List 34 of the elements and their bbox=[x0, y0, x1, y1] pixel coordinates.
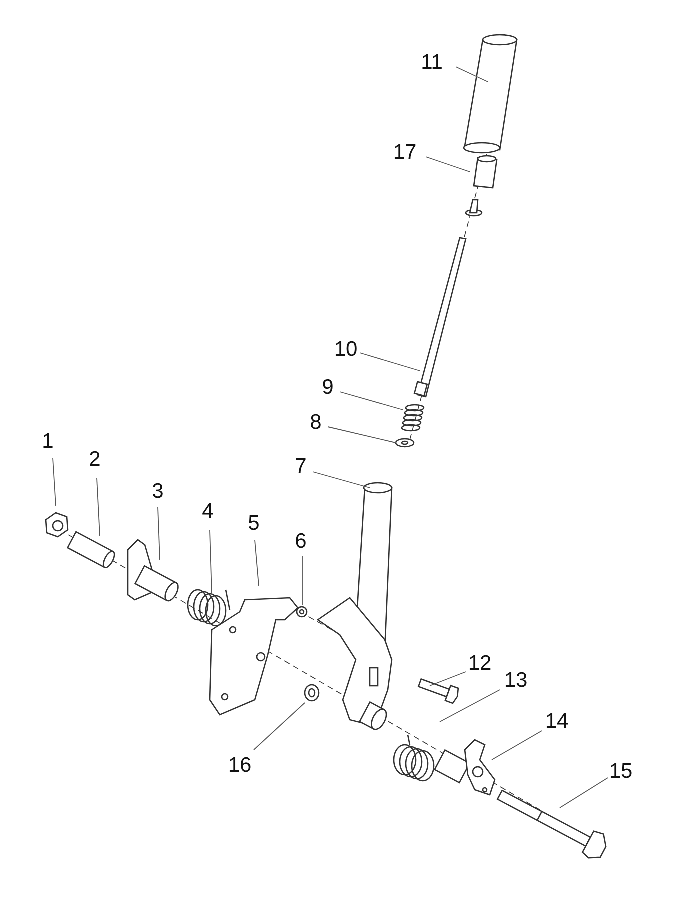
callout-number: 9 bbox=[322, 377, 334, 399]
leader-line bbox=[302, 556, 304, 606]
leader-line bbox=[254, 540, 260, 586]
leader-line bbox=[210, 530, 212, 594]
leader-line bbox=[158, 506, 160, 560]
leader-line bbox=[492, 730, 542, 760]
leader-line bbox=[560, 778, 608, 808]
callout-number: 15 bbox=[609, 761, 633, 783]
callout-number: 13 bbox=[504, 670, 528, 692]
leader-line bbox=[456, 66, 488, 82]
leader-line bbox=[340, 392, 404, 410]
callout-number: 3 bbox=[152, 481, 164, 503]
callout-number: 14 bbox=[545, 711, 569, 733]
callout-number: 6 bbox=[295, 531, 307, 553]
leader-line bbox=[426, 156, 470, 172]
leader-line bbox=[96, 478, 100, 536]
leader-line bbox=[430, 672, 466, 686]
callout-number: 8 bbox=[310, 412, 322, 434]
leader-line bbox=[52, 458, 56, 506]
callout-number: 11 bbox=[421, 52, 443, 74]
leader-line bbox=[312, 472, 370, 488]
callout-number: 16 bbox=[228, 755, 252, 777]
leader-line bbox=[328, 426, 396, 444]
leader-line bbox=[440, 690, 500, 722]
callout-number: 17 bbox=[393, 142, 417, 164]
callout-number: 2 bbox=[89, 449, 101, 471]
leader-line bbox=[254, 702, 306, 750]
leader-line bbox=[360, 352, 420, 372]
callout-number: 7 bbox=[295, 456, 307, 478]
callout-number: 5 bbox=[248, 513, 260, 535]
callout-number: 10 bbox=[334, 339, 358, 361]
callout-number: 4 bbox=[202, 501, 214, 523]
callout-number: 1 bbox=[42, 431, 54, 453]
callout-number: 12 bbox=[468, 653, 492, 675]
